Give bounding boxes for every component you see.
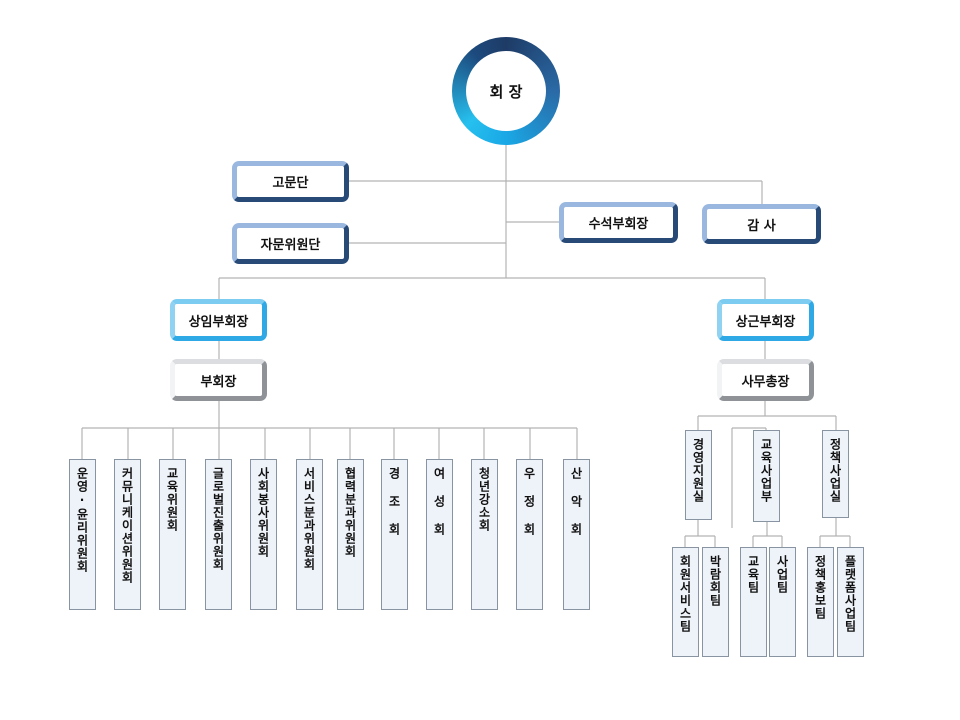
committee-label: 우 정 회 <box>522 467 536 536</box>
committee-label: 글로벌진출위원회 <box>211 467 225 571</box>
committee-box: 사회봉사위원회 <box>250 459 277 610</box>
committee-label: 교육위원회 <box>165 467 179 532</box>
standing-vice-node: 상임부회장 <box>170 299 267 341</box>
committee-box: 교육위원회 <box>159 459 186 610</box>
resident-vice-node: 상근부회장 <box>717 299 814 341</box>
advisors-node: 고문단 <box>232 161 349 202</box>
office-label: 경영지원실 <box>691 438 705 503</box>
office-box: 정책사업실 <box>822 430 849 518</box>
office-label: 정책사업실 <box>828 438 842 503</box>
advisory-committee-node: 자문위원단 <box>232 223 349 264</box>
team-label: 회원서비스팀 <box>678 555 692 633</box>
committee-label: 협력분과위원회 <box>343 467 357 558</box>
committee-box: 청년강소회 <box>471 459 498 610</box>
committee-box: 커뮤니케이션위원회 <box>114 459 141 610</box>
team-label: 플랫폼사업팀 <box>843 555 857 633</box>
team-label: 교육팀 <box>746 555 760 594</box>
office-label: 교육사업부 <box>759 438 773 503</box>
committee-box: 운영·윤리위원회 <box>69 459 96 610</box>
committee-box: 경 조 회 <box>381 459 408 610</box>
office-box: 경영지원실 <box>685 430 712 520</box>
team-box: 플랫폼사업팀 <box>837 547 864 657</box>
committee-label: 사회봉사위원회 <box>256 467 270 558</box>
secretary-general-node: 사무총장 <box>717 359 814 401</box>
team-label: 정책홍보팀 <box>813 555 827 620</box>
chairman-ring: 회 장 <box>452 37 560 145</box>
team-box: 박람회팀 <box>702 547 729 657</box>
team-box: 교육팀 <box>740 547 767 657</box>
committee-label: 산 악 회 <box>569 467 583 536</box>
committee-label: 서비스분과위원회 <box>302 467 316 571</box>
team-label: 사업팀 <box>775 555 789 594</box>
committee-label: 경 조 회 <box>387 467 401 536</box>
committee-box: 산 악 회 <box>563 459 590 610</box>
committee-label: 여 성 회 <box>432 467 446 536</box>
committee-label: 커뮤니케이션위원회 <box>120 467 134 584</box>
team-box: 회원서비스팀 <box>672 547 699 657</box>
senior-vice-node: 수석부회장 <box>559 202 678 243</box>
auditor-node: 감 사 <box>702 204 821 244</box>
committee-box: 협력분과위원회 <box>337 459 364 610</box>
committee-box: 글로벌진출위원회 <box>205 459 232 610</box>
office-box: 교육사업부 <box>753 430 780 522</box>
team-box: 사업팀 <box>769 547 796 657</box>
committee-box: 서비스분과위원회 <box>296 459 323 610</box>
chairman-label: 회 장 <box>466 51 546 131</box>
committee-box: 여 성 회 <box>426 459 453 610</box>
team-box: 정책홍보팀 <box>807 547 834 657</box>
team-label: 박람회팀 <box>708 555 722 607</box>
committee-box: 우 정 회 <box>516 459 543 610</box>
vice-node: 부회장 <box>170 359 267 401</box>
committee-label: 운영·윤리위원회 <box>75 467 89 573</box>
committee-label: 청년강소회 <box>477 467 491 532</box>
